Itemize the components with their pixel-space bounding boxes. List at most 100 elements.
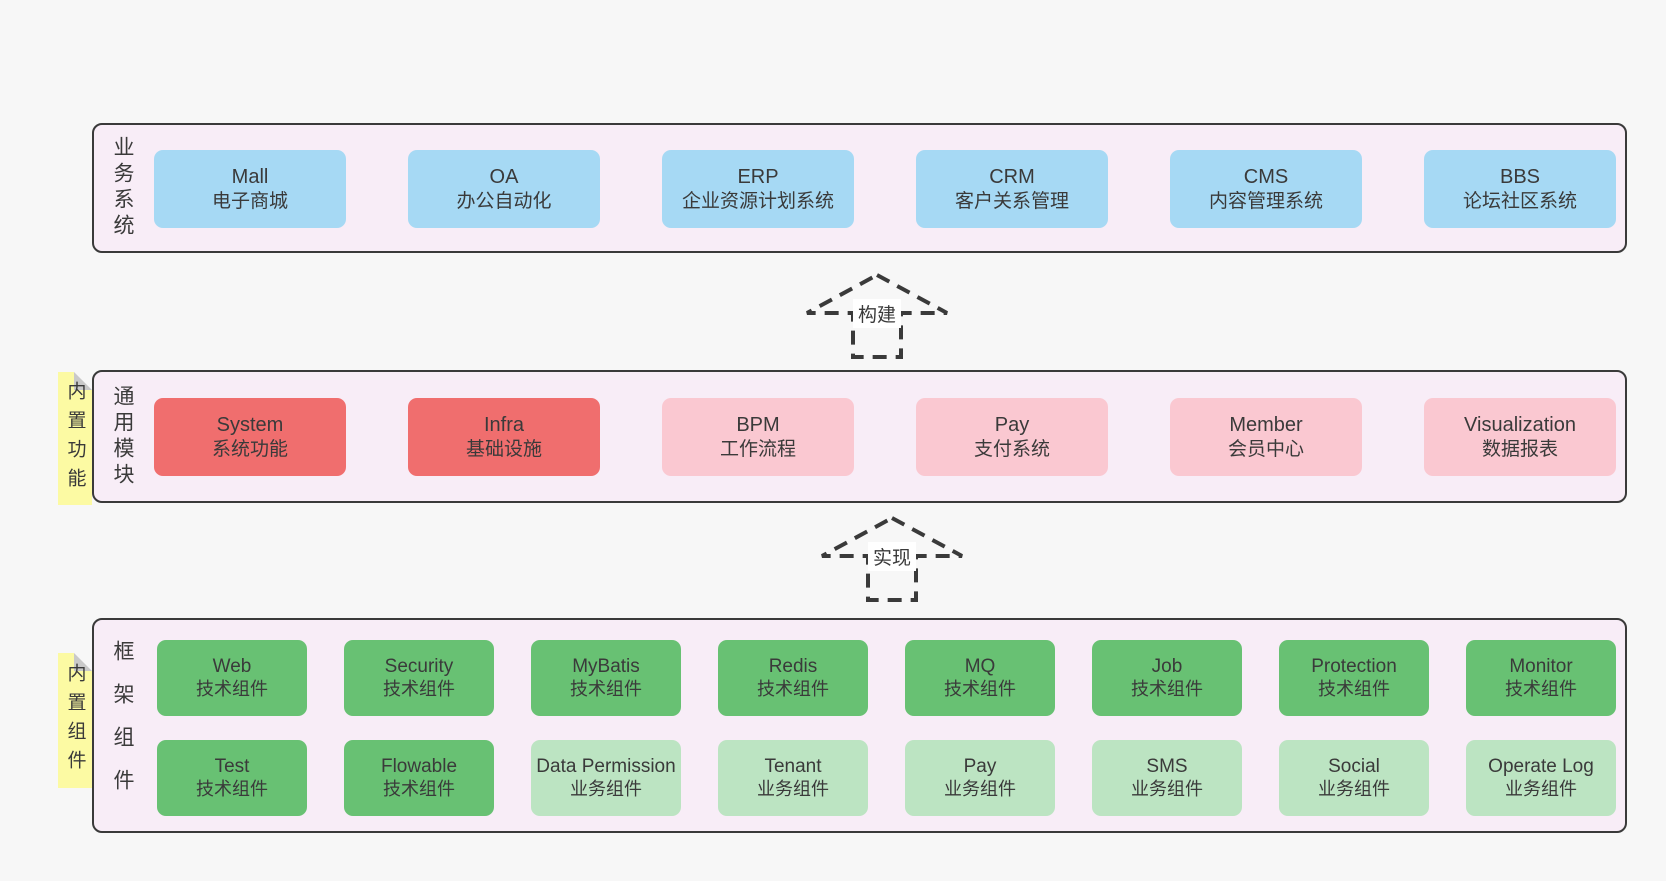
- box-member: Member 会员中心: [1170, 398, 1362, 476]
- box-mybatis-title: MyBatis: [572, 656, 640, 678]
- box-social: Social 业务组件: [1279, 740, 1429, 816]
- box-redis-subtitle: 技术组件: [757, 678, 829, 699]
- box-tenant-subtitle: 业务组件: [757, 778, 829, 799]
- box-pay-component-subtitle: 业务组件: [944, 778, 1016, 799]
- section-business-systems-label: 业务系统: [111, 136, 134, 240]
- box-operate-log: Operate Log 业务组件: [1466, 740, 1616, 816]
- box-oa: OA 办公自动化: [408, 150, 600, 228]
- business-systems-row: Mall 电子商城 OA 办公自动化 ERP 企业资源计划系统 CRM 客户关系…: [154, 150, 1616, 228]
- framework-components-row-1: Web 技术组件 Security 技术组件 MyBatis 技术组件 Redi…: [157, 640, 1616, 716]
- section-business-systems: 业务系统 Mall 电子商城 OA 办公自动化 ERP 企业资源计划系统 CRM…: [92, 123, 1627, 253]
- build-arrow: 构建: [804, 272, 950, 360]
- box-bpm-subtitle: 工作流程: [719, 438, 796, 460]
- box-sms-subtitle: 业务组件: [1131, 778, 1203, 799]
- box-cms-title: CMS: [1243, 165, 1289, 188]
- box-mq: MQ 技术组件: [905, 640, 1055, 716]
- box-pay-module: Pay 支付系统: [916, 398, 1108, 476]
- implement-arrow: 实现: [819, 515, 965, 603]
- box-protection-subtitle: 技术组件: [1318, 678, 1390, 699]
- box-visualization-subtitle: 数据报表: [1481, 438, 1558, 460]
- box-data-permission-subtitle: 业务组件: [570, 778, 642, 799]
- box-job-subtitle: 技术组件: [1131, 678, 1203, 699]
- box-web-title: Web: [212, 656, 252, 678]
- up-block-arrow-icon: [821, 515, 963, 602]
- box-social-subtitle: 业务组件: [1318, 778, 1390, 799]
- box-monitor-title: Monitor: [1509, 656, 1573, 678]
- box-pay-component: Pay 业务组件: [905, 740, 1055, 816]
- box-web-subtitle: 技术组件: [196, 678, 268, 699]
- box-member-subtitle: 会员中心: [1227, 438, 1304, 460]
- box-sms: SMS 业务组件: [1092, 740, 1242, 816]
- box-mybatis-subtitle: 技术组件: [570, 678, 642, 699]
- sticky-note-built-in-features-text: 内置功能: [64, 380, 86, 497]
- box-protection-title: Protection: [1311, 656, 1397, 678]
- section-common-modules-label: 通用模块: [111, 384, 134, 489]
- box-erp: ERP 企业资源计划系统: [662, 150, 854, 228]
- box-mall: Mall 电子商城: [154, 150, 346, 228]
- box-oa-subtitle: 办公自动化: [456, 190, 552, 212]
- box-redis: Redis 技术组件: [718, 640, 868, 716]
- box-member-title: Member: [1229, 413, 1303, 436]
- box-sms-title: SMS: [1146, 756, 1188, 778]
- box-pay-module-subtitle: 支付系统: [973, 438, 1050, 460]
- box-infra-subtitle: 基础设施: [465, 438, 542, 460]
- box-system-title: System: [216, 413, 284, 436]
- box-monitor: Monitor 技术组件: [1466, 640, 1616, 716]
- box-test-title: Test: [214, 756, 250, 778]
- box-operate-log-subtitle: 业务组件: [1505, 778, 1577, 799]
- box-cms-subtitle: 内容管理系统: [1208, 190, 1323, 212]
- box-security-title: Security: [384, 656, 454, 678]
- box-pay-module-title: Pay: [994, 413, 1030, 436]
- box-oa-title: OA: [489, 165, 519, 188]
- box-security-subtitle: 技术组件: [383, 678, 455, 699]
- box-erp-title: ERP: [737, 165, 779, 188]
- box-system: System 系统功能: [154, 398, 346, 476]
- box-bbs-title: BBS: [1499, 165, 1541, 188]
- up-block-arrow-icon: [806, 272, 948, 359]
- box-redis-title: Redis: [768, 656, 818, 678]
- box-crm: CRM 客户关系管理: [916, 150, 1108, 228]
- box-social-title: Social: [1328, 756, 1380, 778]
- box-job-title: Job: [1151, 656, 1183, 678]
- box-flowable: Flowable 技术组件: [344, 740, 494, 816]
- box-protection: Protection 技术组件: [1279, 640, 1429, 716]
- box-web: Web 技术组件: [157, 640, 307, 716]
- box-job: Job 技术组件: [1092, 640, 1242, 716]
- box-tenant-title: Tenant: [764, 756, 822, 778]
- box-data-permission-title: Data Permission: [536, 756, 676, 778]
- common-modules-row: System 系统功能 Infra 基础设施 BPM 工作流程 Pay 支付系统…: [154, 398, 1616, 476]
- box-crm-subtitle: 客户关系管理: [954, 190, 1069, 212]
- box-monitor-subtitle: 技术组件: [1505, 678, 1577, 699]
- build-arrow-label: 构建: [852, 299, 902, 328]
- box-erp-subtitle: 企业资源计划系统: [681, 190, 834, 212]
- box-flowable-subtitle: 技术组件: [383, 778, 455, 799]
- section-common-modules: 通用模块 System 系统功能 Infra 基础设施 BPM 工作流程 Pay…: [92, 370, 1627, 503]
- section-framework-components-label: 框架组件: [111, 639, 134, 812]
- box-security: Security 技术组件: [344, 640, 494, 716]
- box-cms: CMS 内容管理系统: [1170, 150, 1362, 228]
- box-mq-title: MQ: [964, 656, 996, 678]
- sticky-note-built-in-components: 内置组件: [58, 653, 92, 788]
- box-data-permission: Data Permission 业务组件: [531, 740, 681, 816]
- box-test-subtitle: 技术组件: [196, 778, 268, 799]
- box-bpm-title: BPM: [736, 413, 780, 436]
- box-mybatis: MyBatis 技术组件: [531, 640, 681, 716]
- box-infra: Infra 基础设施: [408, 398, 600, 476]
- framework-components-row-2: Test 技术组件 Flowable 技术组件 Data Permission …: [157, 740, 1616, 816]
- box-flowable-title: Flowable: [380, 756, 458, 778]
- box-bbs: BBS 论坛社区系统: [1424, 150, 1616, 228]
- sticky-note-built-in-components-text: 内置组件: [64, 662, 86, 779]
- sticky-note-built-in-features: 内置功能: [58, 372, 92, 505]
- box-mq-subtitle: 技术组件: [944, 678, 1016, 699]
- box-crm-title: CRM: [989, 165, 1035, 188]
- section-framework-components: 框架组件 Web 技术组件 Security 技术组件 MyBatis 技术组件…: [92, 618, 1627, 833]
- box-bbs-subtitle: 论坛社区系统: [1462, 190, 1577, 212]
- box-infra-title: Infra: [483, 413, 525, 436]
- implement-arrow-label: 实现: [867, 542, 917, 571]
- box-visualization: Visualization 数据报表: [1424, 398, 1616, 476]
- box-system-subtitle: 系统功能: [211, 438, 288, 460]
- box-pay-component-title: Pay: [963, 756, 997, 778]
- box-mall-subtitle: 电子商城: [211, 190, 288, 212]
- box-tenant: Tenant 业务组件: [718, 740, 868, 816]
